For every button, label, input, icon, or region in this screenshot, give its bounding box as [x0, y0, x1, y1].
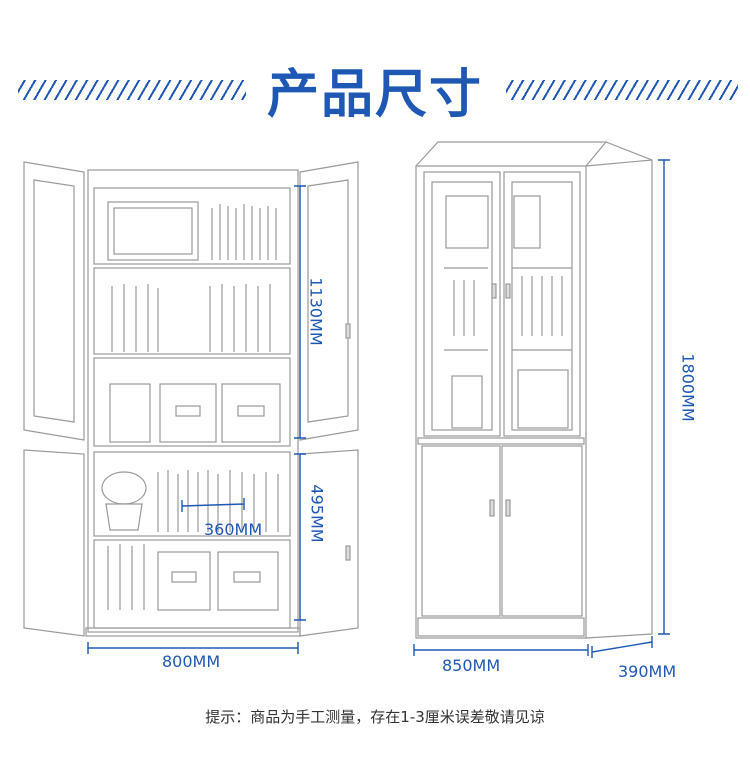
front-width-label: 850MM [442, 656, 501, 675]
decor-stripes-right [506, 80, 738, 100]
shelf-depth-label: 360MM [204, 520, 263, 539]
page-title: 产品尺寸 [266, 65, 483, 125]
upper-height-label: 1130MM [306, 277, 326, 346]
left-glass-door [23, 161, 85, 441]
left-lower-door [23, 449, 85, 637]
total-height-label: 1800MM [678, 353, 698, 422]
decor-stripes-left [18, 80, 246, 100]
right-lower-door [299, 449, 359, 637]
open-cabinet-body [87, 169, 299, 633]
lower-height-label: 495MM [307, 484, 327, 543]
measurement-note: 提示：商品为手工测量，存在1-3厘米误差敬请见谅 [205, 708, 545, 726]
side-depth-label: 390MM [618, 662, 677, 681]
closed-cabinet-body [415, 165, 587, 639]
open-width-label: 800MM [162, 652, 221, 671]
